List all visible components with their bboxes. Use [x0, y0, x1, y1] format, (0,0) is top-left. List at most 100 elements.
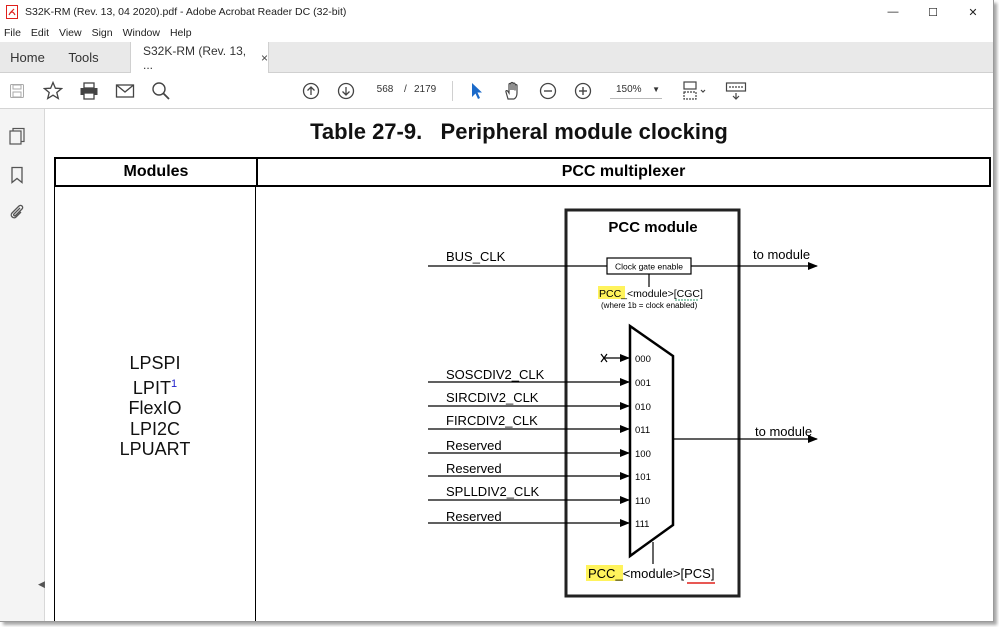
bus-clk-label: BUS_CLK — [446, 249, 506, 264]
module-lpit: LPIT — [132, 377, 171, 398]
to-module-top-label: to module — [753, 247, 810, 262]
page-thumbnails-icon[interactable] — [8, 127, 26, 145]
maximize-button[interactable]: ☐ — [913, 0, 953, 24]
zoom-in-button[interactable] — [572, 73, 594, 108]
bookmark-star-button[interactable] — [41, 73, 65, 108]
tab-home[interactable]: Home — [10, 49, 45, 65]
zoom-level-value: 150% — [616, 84, 642, 95]
menu-file[interactable]: File — [4, 27, 21, 39]
collapse-pane-icon[interactable]: ◀ — [38, 579, 45, 589]
tab-bar: Home Tools S32K-RM (Rev. 13, ... × — [0, 42, 993, 73]
mux-input-label: FIRCDIV2_CLK — [446, 413, 538, 428]
module-lpit-row: LPIT1 — [55, 374, 255, 399]
mux-input-label: Reserved — [446, 509, 502, 524]
page-total: 2179 — [414, 84, 437, 95]
pcc-module-box — [564, 208, 741, 598]
page-number-input[interactable]: 568 — [376, 84, 394, 95]
search-icon — [152, 81, 170, 100]
mux-input-label: Reserved — [446, 438, 502, 453]
tab-document[interactable]: S32K-RM (Rev. 13, ... × — [130, 42, 269, 73]
table-header-row: Modules PCC multiplexer — [54, 157, 991, 187]
clock-gate-label: Clock gate enable — [615, 262, 683, 272]
select-code: 100 — [635, 449, 651, 460]
pcc-diagram: PCC module BUS_CLK Clock gate enable to … — [428, 208, 818, 598]
select-code: 111 — [635, 519, 649, 530]
page-display-button[interactable] — [680, 73, 710, 108]
arrow-up-circle-icon — [302, 82, 320, 99]
cgc-suffix: ] — [700, 288, 703, 300]
chevron-down-icon: ▼ — [652, 85, 660, 94]
save-button[interactable] — [6, 73, 28, 108]
document-view[interactable]: Table 27-9. Peripheral module clocking M… — [45, 109, 993, 621]
read-mode-button[interactable] — [722, 73, 750, 108]
pcs-field: PCS — [684, 566, 711, 581]
tab-document-label: S32K-RM (Rev. 13, ... — [143, 43, 247, 72]
keyboard-icon — [725, 81, 747, 100]
previous-page-button[interactable] — [300, 73, 322, 108]
minimize-icon: — — [887, 6, 899, 18]
module-lpuart: LPUART — [119, 439, 191, 459]
cursor-arrow-icon — [472, 82, 482, 99]
email-button[interactable] — [113, 73, 137, 108]
cgc-highlight — [598, 286, 625, 299]
find-button[interactable] — [149, 73, 173, 108]
menu-view[interactable]: View — [59, 27, 82, 39]
printer-icon — [80, 81, 98, 100]
arrow-down-circle-icon — [337, 82, 355, 99]
next-page-button[interactable] — [335, 73, 357, 108]
minimize-button[interactable]: — — [873, 0, 913, 24]
cgc-note: (where 1b = clock enabled) — [601, 301, 698, 310]
modules-cell: LPSPI LPIT1 FlexIO LPI2C LPUART — [55, 353, 255, 460]
column-header-pcc-multiplexer: PCC multiplexer — [561, 163, 686, 180]
attachments-icon[interactable] — [8, 203, 26, 221]
star-icon — [43, 80, 63, 100]
hand-icon — [505, 81, 518, 100]
module-lpi2c: LPI2C — [129, 418, 181, 439]
save-icon — [10, 83, 24, 98]
zoom-in-icon — [574, 82, 592, 99]
to-module-mux-label: to module — [755, 424, 812, 439]
left-navigation-pane: ◀ — [0, 109, 45, 621]
mux-select-codes: 000 001 010 011 100 101 110 111 — [635, 354, 651, 530]
module-lpspi: LPSPI — [129, 353, 181, 373]
module-flexio: FlexIO — [128, 398, 182, 418]
page-layout-icon — [683, 80, 706, 100]
menu-bar: File Edit View Sign Window Help — [0, 24, 197, 42]
close-window-button[interactable]: ✕ — [953, 0, 993, 24]
table-title: Table 27-9. Peripheral module clocking — [310, 119, 728, 144]
hand-tool-button[interactable] — [500, 73, 524, 108]
table-left-border — [54, 187, 55, 621]
cgc-prefix: PCC_ — [599, 288, 627, 300]
zoom-level-select[interactable]: 150% ▼ — [610, 82, 662, 99]
tab-close-icon[interactable]: × — [260, 50, 268, 65]
toolbar: 568 / 2179 150% ▼ — [0, 73, 993, 109]
tab-tools[interactable]: Tools — [68, 49, 99, 65]
column-header-modules: Modules — [123, 163, 189, 180]
bookmarks-icon[interactable] — [8, 166, 26, 184]
menu-help[interactable]: Help — [169, 27, 192, 39]
pcs-prefix: PCC_ — [588, 566, 623, 581]
select-tool-button[interactable] — [466, 73, 488, 108]
mux-inputs: SOSCDIV2_CLK SIRCDIV2_CLK FIRCDIV2_CLK R… — [428, 367, 630, 527]
maximize-icon: ☐ — [928, 6, 938, 19]
select-code: 010 — [635, 402, 651, 413]
select-code: 000 — [635, 354, 651, 365]
cgc-mid: <module>[ — [627, 288, 677, 300]
title-bar: S32K-RM (Rev. 13, 04 2020).pdf - Adobe A… — [0, 0, 993, 24]
mux-input-label: SOSCDIV2_CLK — [446, 367, 545, 382]
toolbar-divider — [452, 81, 453, 101]
menu-edit[interactable]: Edit — [30, 27, 50, 39]
menu-sign[interactable]: Sign — [91, 27, 113, 39]
cgc-register-label: PCC_<module>[CGC] — [599, 288, 703, 300]
pcs-register-label: PCC_<module>[PCS] — [588, 566, 714, 581]
zoom-out-button[interactable] — [537, 73, 559, 108]
acrobat-app-icon — [6, 5, 18, 19]
menu-window[interactable]: Window — [122, 27, 160, 39]
select-code: 011 — [635, 425, 650, 436]
footnote-link[interactable]: 1 — [170, 377, 178, 390]
pcs-suffix: ] — [711, 566, 715, 581]
zoom-out-icon — [539, 82, 557, 99]
mux-input-label: SPLLDIV2_CLK — [446, 484, 540, 499]
print-button[interactable] — [77, 73, 101, 108]
